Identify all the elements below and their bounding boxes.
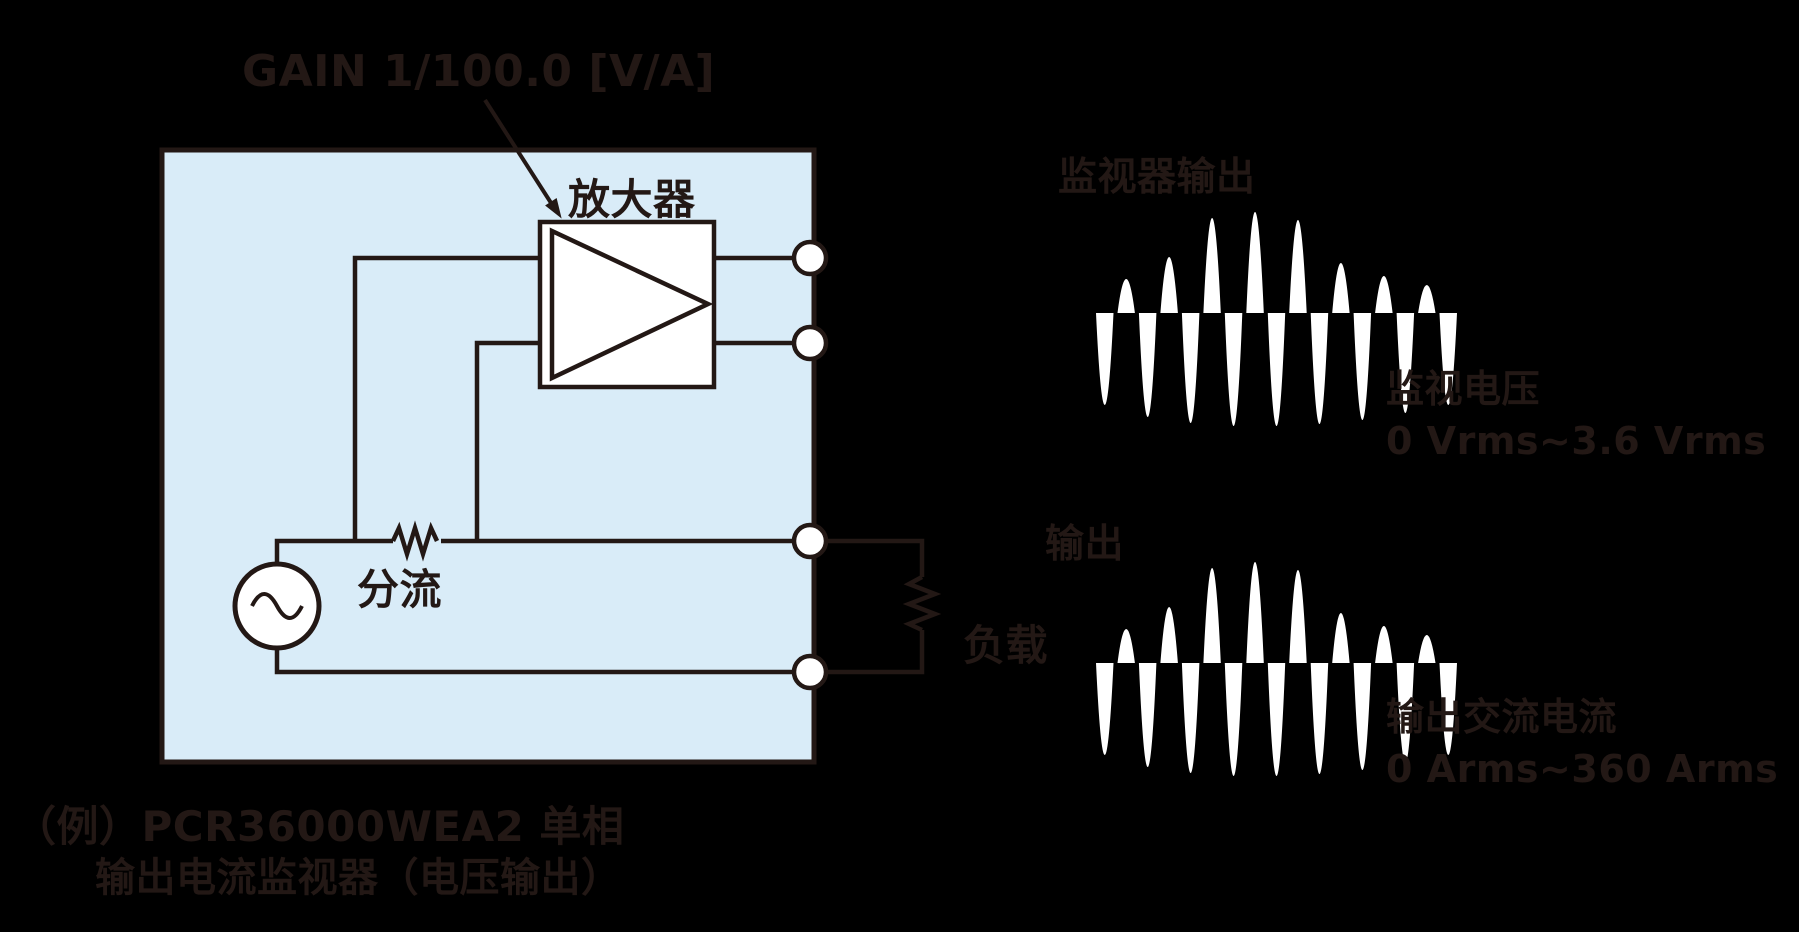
load-resistor-symbol xyxy=(902,575,942,633)
main-circuit-wires xyxy=(274,520,793,675)
output-terminal-hi xyxy=(791,522,829,560)
shunt-resistor-symbol xyxy=(390,520,440,562)
amplifier-label: 放大器 xyxy=(568,175,696,224)
output-current-label: 输出交流电流 xyxy=(1386,695,1618,739)
monitor-voltage-label: 监视电压 xyxy=(1386,367,1541,411)
footer-function-label: 输出电流监视器（电压输出） xyxy=(95,855,622,901)
gain-label: GAIN 1/100.0 [V/A] xyxy=(242,46,716,97)
output-terminal-lo xyxy=(791,653,829,691)
sine-icon xyxy=(250,592,304,620)
load-label: 负载 xyxy=(963,621,1049,670)
gain-arrow xyxy=(483,98,562,219)
shunt-label: 分流 xyxy=(357,565,443,614)
monitor-terminal-hi xyxy=(791,239,829,277)
amplifier-input-wires xyxy=(352,255,540,541)
monitor-voltage-range: 0 Vrms~3.6 Vrms xyxy=(1386,419,1767,463)
footer-example-model: （例）PCR36000WEA2 单相 xyxy=(14,802,625,851)
output-waveform-title: 输出 xyxy=(1045,522,1125,567)
amplifier-symbol xyxy=(537,219,717,390)
output-waveform-caption: 输出交流电流 0 Arms~360 Arms xyxy=(1386,686,1778,791)
output-current-waveform xyxy=(1096,562,1457,776)
monitor-waveform-title: 监视器输出 xyxy=(1058,155,1256,200)
output-current-range: 0 Arms~360 Arms xyxy=(1386,747,1779,791)
monitor-output-waveform xyxy=(1096,212,1457,426)
ac-source-symbol xyxy=(232,561,322,651)
load-branch xyxy=(826,538,942,675)
monitor-terminal-lo xyxy=(791,324,829,362)
monitor-output-wires xyxy=(714,255,793,346)
monitor-waveform-caption: 监视电压 0 Vrms~3.6 Vrms xyxy=(1386,358,1766,463)
output-terminals xyxy=(791,239,829,691)
